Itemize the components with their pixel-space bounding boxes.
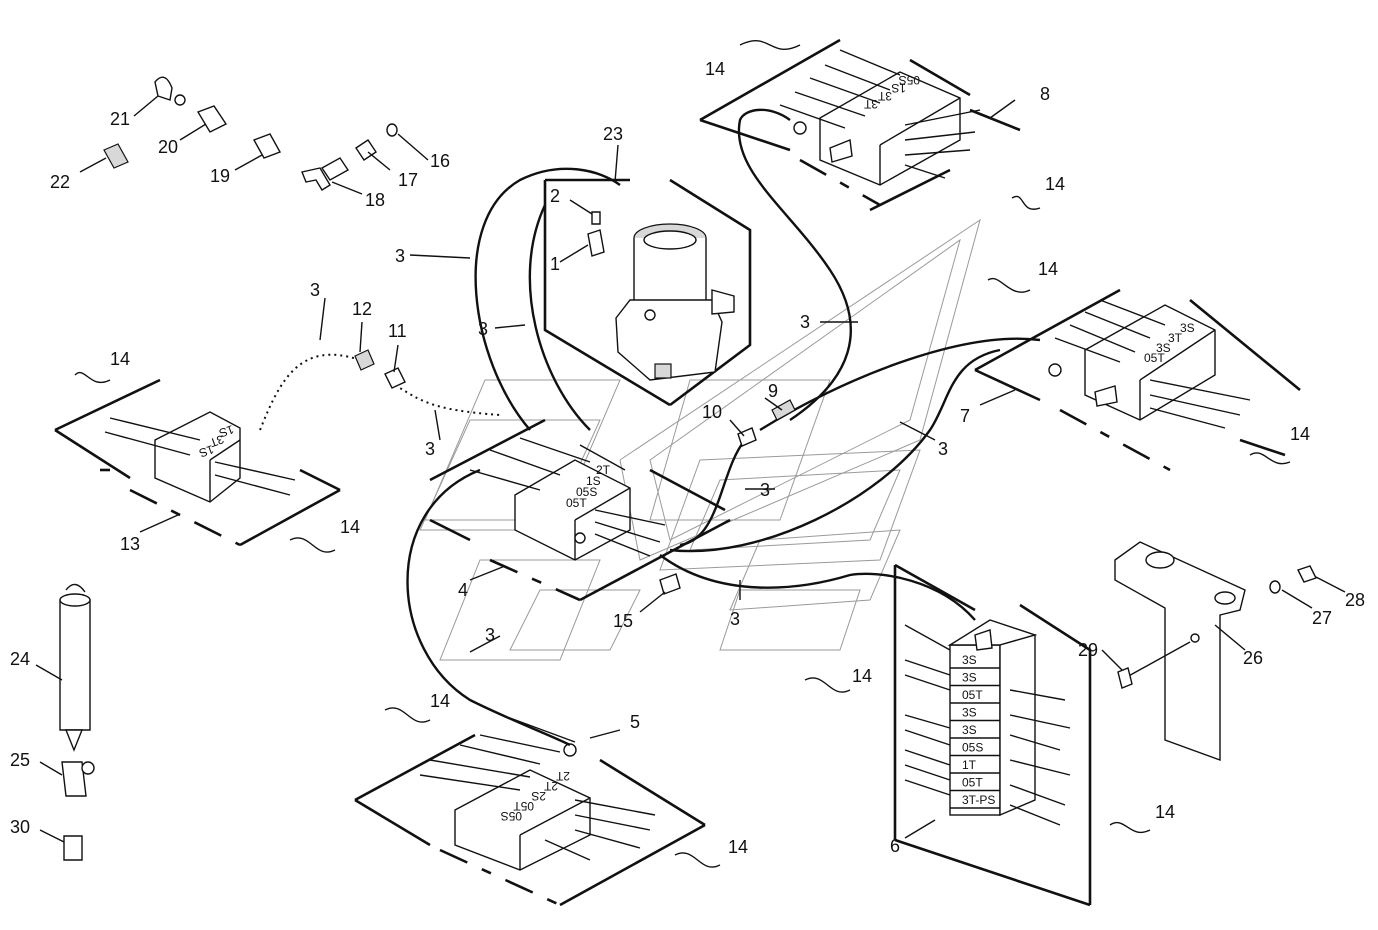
callout-25: 25 — [10, 750, 30, 770]
callout-9: 9 — [768, 381, 778, 401]
callout-7: 7 — [960, 406, 970, 426]
block-label-b6: 1T — [962, 758, 977, 772]
block-label-b6: 3T-PS — [962, 793, 995, 807]
callout-2: 2 — [550, 186, 560, 206]
block-label-b13: 1S — [197, 442, 216, 460]
block-label-b4: 1S — [586, 474, 601, 488]
block-label-b7: 3T — [1168, 331, 1183, 345]
distributor-block-6: 3S 3S 05T 3S 3S 05S 1T 05T 3T-PS — [893, 563, 1092, 907]
block-label-b8: 3T — [877, 89, 892, 103]
callout-3: 3 — [395, 246, 405, 266]
callout-21: 21 — [110, 109, 130, 129]
block-label-b5: 05T — [513, 799, 534, 813]
callout-3: 3 — [485, 625, 495, 645]
callout-3: 3 — [760, 480, 770, 500]
block-label-b6: 3S — [962, 671, 977, 685]
block-label-b7: 05T — [1144, 351, 1165, 365]
callout-19: 19 — [210, 166, 230, 186]
block-label-b6: 05T — [962, 776, 983, 790]
leader-lines — [35, 95, 1346, 843]
block-label-b7: 3S — [1180, 321, 1195, 335]
loose-parts — [59, 76, 1317, 861]
callout-12: 12 — [352, 299, 372, 319]
callout-16: 16 — [430, 151, 450, 171]
callout-1: 1 — [550, 254, 560, 274]
callout-14: 14 — [728, 837, 748, 857]
callout-13: 13 — [120, 534, 140, 554]
callout-22: 22 — [50, 172, 70, 192]
callout-28: 28 — [1345, 590, 1365, 610]
hoses — [259, 108, 1041, 747]
callout-14: 14 — [110, 349, 130, 369]
block-label-b8: 1S — [891, 81, 906, 95]
callout-14: 14 — [1290, 424, 1310, 444]
block-label-b6: 3S — [962, 653, 977, 667]
callout-15: 15 — [613, 611, 633, 631]
block-label-b7: 3S — [1156, 341, 1171, 355]
callout-14: 14 — [1038, 259, 1058, 279]
block-label-b5: 2T — [543, 779, 558, 793]
callout-14: 14 — [1045, 174, 1065, 194]
callout-27: 27 — [1312, 608, 1332, 628]
callout-20: 20 — [158, 137, 178, 157]
block-label-b13: 1S — [217, 422, 236, 440]
callout-30: 30 — [10, 817, 30, 837]
callout-6: 6 — [890, 836, 900, 856]
callout-3: 3 — [425, 439, 435, 459]
block-label-b5: 2T — [555, 769, 570, 783]
callout-4: 4 — [458, 580, 468, 600]
block-label-b6: 05S — [962, 741, 983, 755]
callout-3: 3 — [938, 439, 948, 459]
callout-14: 14 — [852, 666, 872, 686]
block-label-b4: 05T — [566, 496, 587, 510]
callout-26: 26 — [1243, 648, 1263, 668]
callout-5: 5 — [630, 712, 640, 732]
callout-29: 29 — [1078, 640, 1098, 660]
break-symbols — [74, 39, 1291, 868]
block-label-b4: 05S — [576, 485, 597, 499]
callout-17: 17 — [398, 170, 418, 190]
block-label-b6: 3S — [962, 706, 977, 720]
callout-3: 3 — [730, 609, 740, 629]
callout-3: 3 — [310, 280, 320, 300]
callouts: 1 2 3 3 3 3 3 3 3 3 3 4 5 6 7 8 9 10 11 … — [10, 59, 1365, 857]
block-label-b4: 2T — [596, 463, 611, 477]
block-label-b6: 3S — [962, 723, 977, 737]
pump-group-23 — [543, 178, 752, 407]
callout-14: 14 — [1155, 802, 1175, 822]
callout-14: 14 — [705, 59, 725, 79]
callout-14: 14 — [430, 691, 450, 711]
block-label-b5: 05S — [501, 809, 522, 823]
callout-23: 23 — [603, 124, 623, 144]
callout-14: 14 — [340, 517, 360, 537]
block-label-b6: 05T — [962, 688, 983, 702]
callout-8: 8 — [1040, 84, 1050, 104]
callout-18: 18 — [365, 190, 385, 210]
callout-24: 24 — [10, 649, 30, 669]
callout-3: 3 — [800, 312, 810, 332]
block-label-b8: 05S — [899, 73, 920, 87]
callout-10: 10 — [702, 402, 722, 422]
callout-3: 3 — [478, 319, 488, 339]
block-label-b5: 2S — [531, 789, 546, 803]
watermark-logo — [419, 218, 981, 661]
callout-11: 11 — [388, 321, 407, 341]
block-label-b13: 3T — [207, 432, 226, 450]
